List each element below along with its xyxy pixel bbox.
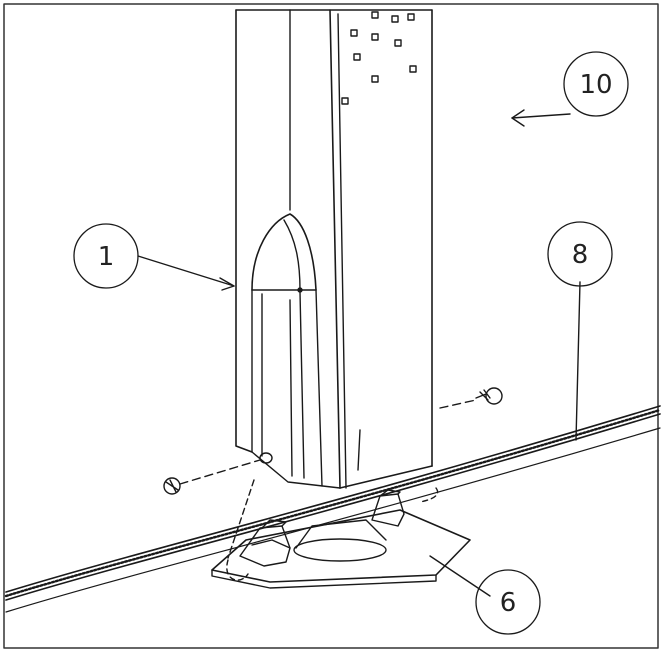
mount-hole: [409, 65, 417, 73]
leader-arrow-10: [511, 109, 525, 127]
callout-6: 6: [475, 569, 541, 635]
screw-left: [163, 459, 261, 495]
mount-hole: [350, 29, 358, 37]
leader-line-1: [137, 255, 235, 287]
leader-line-6: [429, 555, 491, 597]
mount-hole: [371, 75, 379, 83]
part-1-stand-column: [235, 9, 433, 489]
cover-dot: [297, 287, 303, 293]
part-10-panel: [5, 405, 661, 613]
mount-hole: [371, 11, 379, 19]
mount-hole: [407, 13, 415, 21]
callout-8: 8: [547, 221, 613, 287]
mount-hole: [394, 39, 402, 47]
callout-1-label: 1: [98, 242, 115, 272]
mount-hole: [391, 15, 399, 23]
callout-10-label: 10: [579, 70, 612, 100]
screw-right: [439, 387, 503, 409]
leader-arrow-1: [219, 277, 235, 291]
callout-1: 1: [73, 223, 139, 289]
callout-6-label: 6: [500, 588, 517, 618]
leader-line-8: [575, 281, 581, 441]
leader-line-10: [511, 113, 571, 119]
mount-hole: [353, 53, 361, 61]
mount-hole: [371, 33, 379, 41]
frame-border: [3, 3, 659, 649]
part-8-strip: [4, 408, 662, 598]
mount-hole: [341, 97, 349, 105]
callout-8-label: 8: [572, 240, 589, 270]
part-6-foot-base: [211, 479, 471, 589]
callout-10: 10: [563, 51, 629, 117]
cover-screw-hole: [259, 452, 273, 464]
